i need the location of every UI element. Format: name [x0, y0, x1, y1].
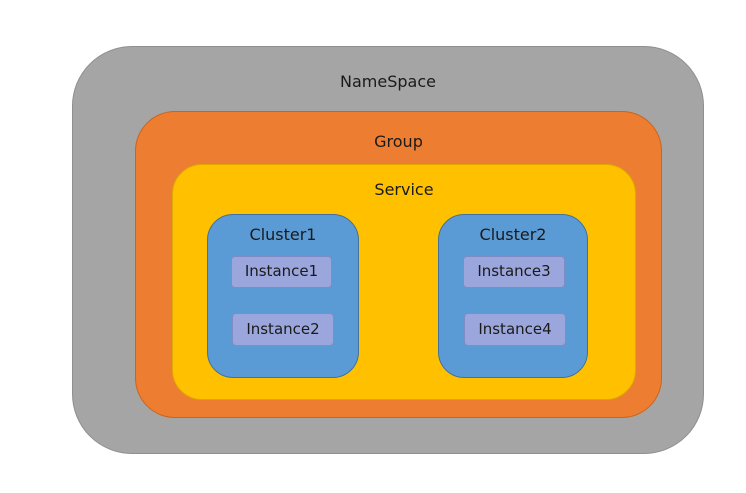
instance4-label: Instance4: [478, 320, 552, 338]
instance3-box: Instance3: [463, 256, 565, 288]
cluster2-box: Cluster2: [438, 214, 588, 378]
group-label: Group: [374, 132, 423, 151]
instance4-box: Instance4: [464, 313, 566, 346]
namespace-label: NameSpace: [340, 72, 436, 91]
instance3-label: Instance3: [477, 262, 551, 280]
service-label: Service: [374, 180, 434, 199]
instance2-label: Instance2: [246, 320, 320, 338]
instance1-label: Instance1: [244, 262, 319, 280]
cluster1-box: Cluster1: [207, 214, 359, 378]
instance2-box: Instance2: [232, 313, 334, 346]
cluster2-label: Cluster2: [479, 225, 547, 244]
instance1-box: Instance1: [231, 256, 332, 288]
cluster1-label: Cluster1: [249, 225, 317, 244]
